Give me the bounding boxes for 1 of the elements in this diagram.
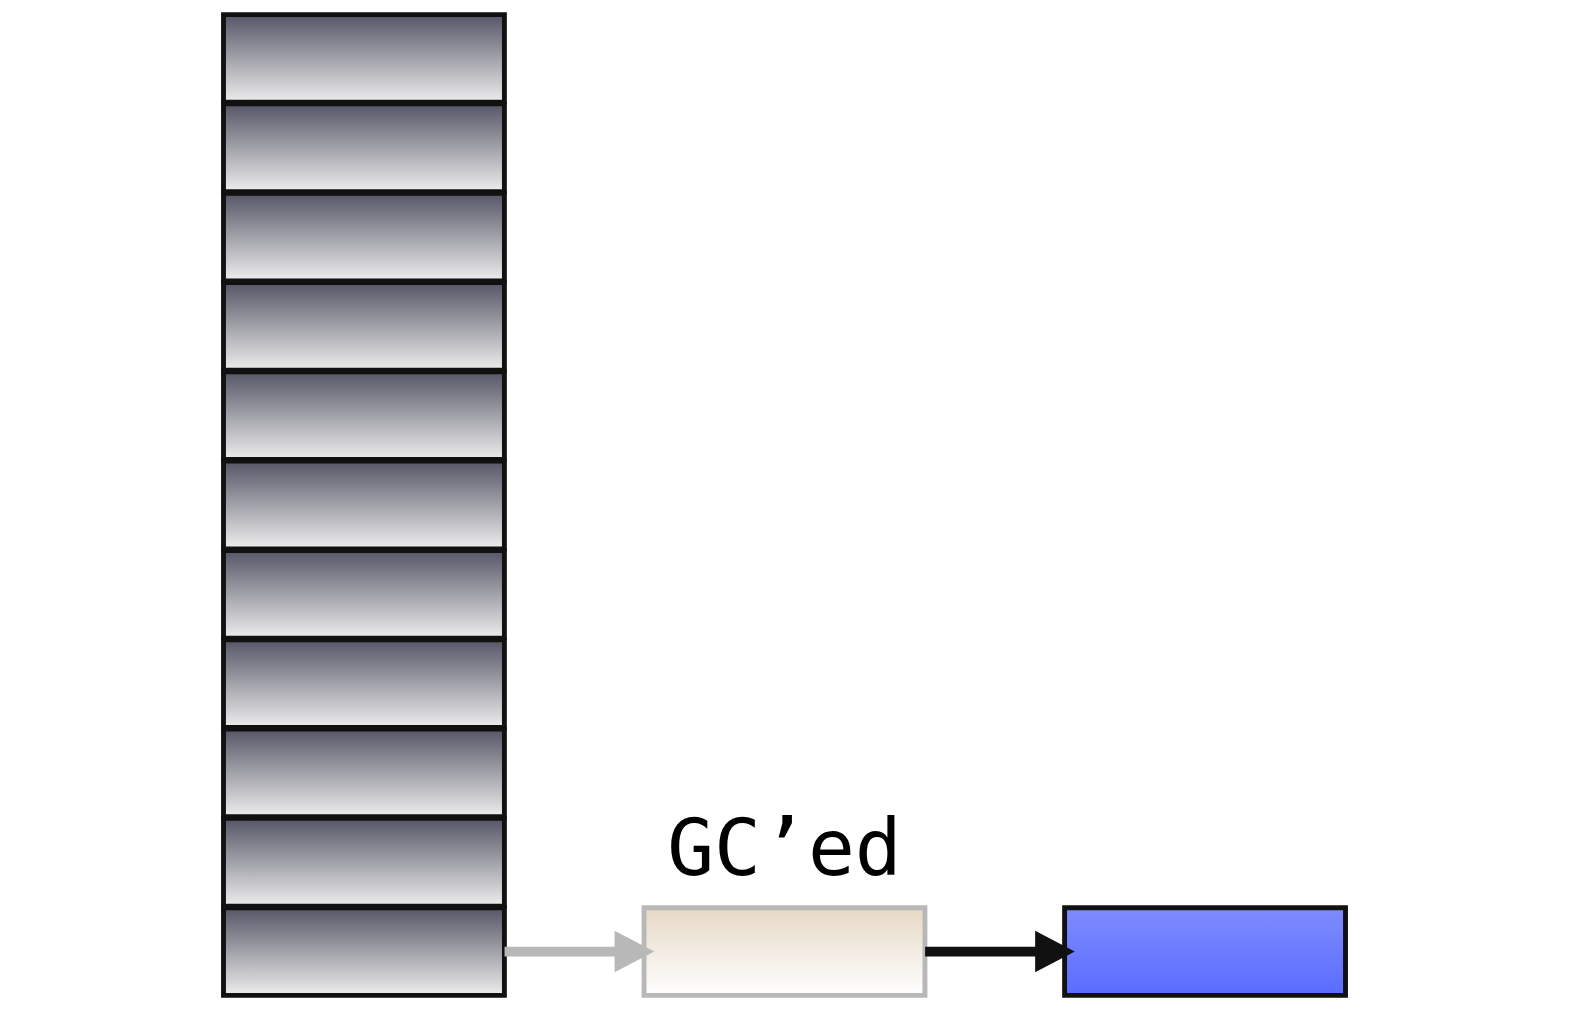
label: GC’ed	[667, 803, 902, 894]
